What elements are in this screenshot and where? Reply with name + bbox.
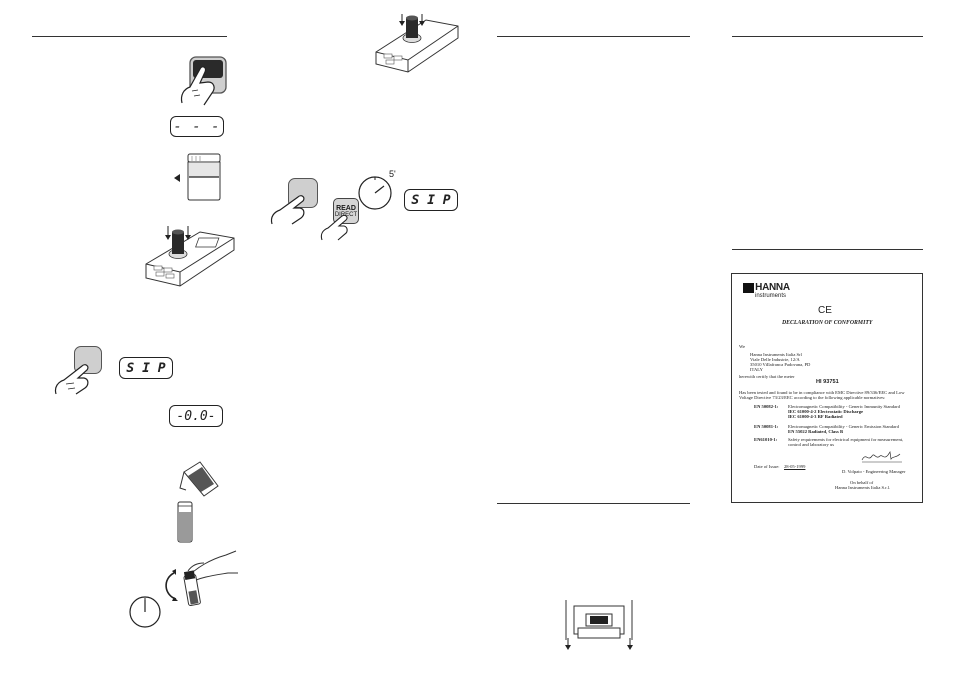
standard-line: EN 55022 Radiated, Class B xyxy=(788,429,844,434)
direct-key-label: DIRECT xyxy=(334,212,358,218)
standard-line: IEC 61000-4-3 RF Radiated xyxy=(788,414,843,419)
we-label: We xyxy=(739,344,746,349)
hanna-logo: HANNA instruments xyxy=(743,282,790,299)
ce-mark: CE xyxy=(818,305,832,316)
hand-press-icon xyxy=(54,364,89,395)
certify-text: herewith certify that the meter xyxy=(739,374,795,379)
address-line: ITALY xyxy=(750,367,763,372)
address-line: Hanna Instruments Italia Srl xyxy=(750,352,802,357)
standard-line: control and laboratory us xyxy=(788,442,835,447)
standard-code: EN 50081-1: xyxy=(754,424,779,429)
timer-icon xyxy=(129,596,161,628)
address-line: 35010 ViIlafranca Padovana, PD xyxy=(750,362,811,367)
date-value: 28-05-1999 xyxy=(784,464,806,469)
meter-icon xyxy=(375,14,459,73)
declaration-title: DECLARATION OF CONFORMITY xyxy=(782,320,873,326)
hand-press-icon xyxy=(180,56,227,106)
standard-line: Electromagnetic Compatibility - Generic … xyxy=(788,424,899,429)
standard-code: EN 50082-1: xyxy=(754,404,779,409)
section-rule xyxy=(32,36,227,37)
brand-sub: instruments xyxy=(755,293,787,299)
standard-line: Safety requirements for electrical equip… xyxy=(788,437,904,442)
timer-label: 5' xyxy=(389,169,396,179)
brand-name: HANNA xyxy=(755,282,790,293)
bottle-icon xyxy=(177,461,219,543)
declaration-of-conformity: HANNA instruments CE DECLARATION OF CONF… xyxy=(731,273,923,503)
hand-press-icon xyxy=(270,195,305,225)
tested-text: Has been tested and found to be in compl… xyxy=(739,390,905,395)
tested-text: Voltage Directive 73/23/EEC according to… xyxy=(739,395,886,400)
address-line: Viale Delle Industrie, 12/A xyxy=(750,357,800,362)
model-number: HI 93751 xyxy=(816,379,839,385)
date-label: Date of Issue: xyxy=(754,464,780,469)
standard-line: Electromagnetic Compatibility - Generic … xyxy=(788,404,900,409)
section-rule xyxy=(497,503,690,504)
lcd-display-sip: S I P xyxy=(119,357,173,379)
cuvette-icon xyxy=(174,153,221,201)
behalf-line: On behalf of xyxy=(850,480,874,485)
section-rule xyxy=(732,36,923,37)
shaking-hand-icon xyxy=(165,550,238,606)
battery-compartment-icon xyxy=(565,600,633,650)
signer-name: D. Volpato - Engineering Manager xyxy=(842,469,906,474)
standard-line: IEC 61000-4-2 Electrostatic Discharge xyxy=(788,409,864,414)
hand-press-icon xyxy=(320,214,348,241)
lcd-display-dashes: - - - xyxy=(170,116,224,137)
section-rule xyxy=(497,36,690,37)
read-key-label: READ xyxy=(336,205,356,212)
behalf-line: Hanna Instruments Italia S.r.l. xyxy=(835,485,891,490)
meter-icon xyxy=(145,226,235,287)
lcd-display-sip: S I P xyxy=(404,189,458,211)
standard-code: EN61010-1: xyxy=(754,437,778,442)
timer-icon xyxy=(358,176,392,210)
section-rule xyxy=(732,249,923,250)
signature-icon xyxy=(861,451,902,463)
lcd-display-zero: -0.0- xyxy=(169,405,223,427)
